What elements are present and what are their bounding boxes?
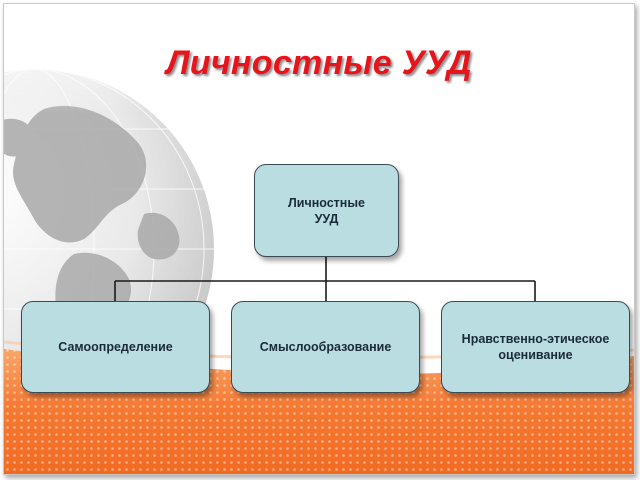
node-label: Смыслообразование bbox=[259, 340, 392, 354]
slide-frame: Личностные УУД Личностные УУД Самоопреде… bbox=[3, 3, 635, 475]
node-label: Нравственно-этическое оценивание bbox=[461, 332, 610, 362]
diagram-node-meaning-formation: Смыслообразование bbox=[231, 301, 420, 393]
diagram-connectors bbox=[114, 257, 536, 301]
diagram-node-moral-ethical-evaluation: Нравственно-этическое оценивание bbox=[441, 301, 630, 393]
root-label-line2: УУД bbox=[314, 211, 339, 226]
diagram-node-root: Личностные УУД bbox=[254, 164, 399, 257]
slide-title: Личностные УУД bbox=[166, 44, 472, 82]
root-label-line1: Личностные bbox=[288, 195, 365, 210]
diagram-node-self-determination: Самоопределение bbox=[21, 301, 210, 393]
node-label: Самоопределение bbox=[58, 340, 173, 354]
